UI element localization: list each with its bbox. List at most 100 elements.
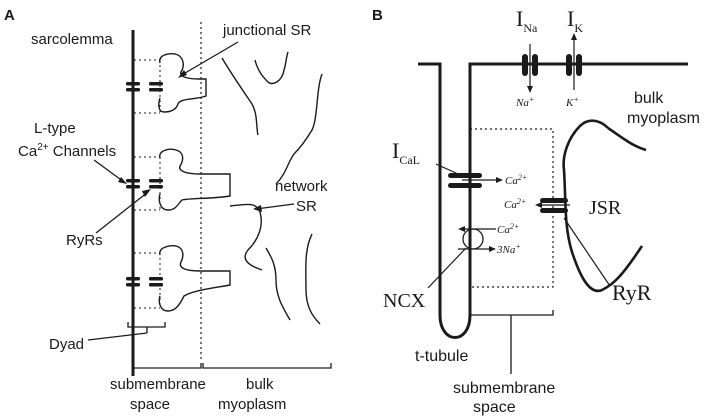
bulk-b-line1: bulk <box>634 90 664 107</box>
ryr-channel-3 <box>149 277 163 281</box>
ryr-channel-b-bottom <box>540 208 568 213</box>
ik-channel-left <box>566 54 572 76</box>
ltype-label-line2: Ca2+ Channels <box>18 142 116 160</box>
ical-ca-charge: 2+ <box>518 173 527 182</box>
junctional-sr-arrow <box>179 41 239 77</box>
ltype-channel-3 <box>126 277 140 281</box>
network-sr-tubule-2 <box>254 51 289 85</box>
panel-a: A sarcolemma <box>4 7 332 413</box>
ical-label: ICaL <box>392 138 420 167</box>
ina-channel <box>522 54 538 76</box>
ryr-channel-2b <box>149 185 163 189</box>
panel-b: B INa IK Na+ K+ bulk myoplasm <box>372 6 700 416</box>
dyad-box-2 <box>134 156 161 211</box>
ical-leader <box>435 163 459 175</box>
submembrane-b-line2: space <box>473 399 516 416</box>
channel-pair-3 <box>126 277 163 287</box>
junctional-sr-bulb-2 <box>158 148 231 211</box>
dyad-label: Dyad <box>49 336 84 353</box>
ryr-channel-3b <box>149 283 163 287</box>
jsr-label: JSR <box>589 197 622 219</box>
panel-a-letter: A <box>4 7 15 24</box>
ltype-arrowhead <box>118 177 127 184</box>
submembrane-bracket-a <box>132 363 202 369</box>
junctional-sr-arrowhead <box>178 70 187 78</box>
t-tubule-label: t-tubule <box>415 348 468 365</box>
junctional-sr-bulb-1 <box>158 53 207 113</box>
bulk-a-line2: myoplasm <box>218 396 286 413</box>
ncx-na-label: 3Na+ <box>496 242 521 256</box>
ik-sub: K <box>574 21 583 35</box>
ical-ca-text: Ca <box>505 175 518 187</box>
ncx-ca-label: Ca2+ <box>497 222 519 236</box>
ltype-arrow <box>93 159 125 183</box>
channel-pair-1 <box>126 82 163 92</box>
ryr-channel-2 <box>149 179 163 183</box>
ltype-channel-2 <box>126 179 140 183</box>
jsr-membrane-top <box>607 126 647 152</box>
ncx-na-arrowhead <box>489 246 496 252</box>
dyad-box-1 <box>134 59 161 114</box>
na-ion-text: Na <box>515 97 529 109</box>
ina-channel-left <box>522 54 528 76</box>
ncx-ca-text: Ca <box>497 224 510 236</box>
ltype-label-line1: L-type <box>34 120 76 137</box>
ina-main: I <box>516 6 523 31</box>
ryr-ca-charge: 2+ <box>517 197 526 206</box>
network-sr-label-line1: network <box>275 178 328 195</box>
dyad-box-3 <box>134 252 161 309</box>
k-ion-text: K <box>565 97 574 109</box>
na-ion-label: Na+ <box>515 95 534 109</box>
ical-channel <box>448 173 482 188</box>
ical-channel-bottom <box>448 183 482 188</box>
network-sr-tubule-6 <box>305 233 321 325</box>
bulk-bracket-a <box>202 363 332 369</box>
ical-channel-top <box>448 173 482 178</box>
bulk-b-line2: myoplasm <box>627 110 700 127</box>
ryrs-label: RyRs <box>66 232 103 249</box>
ik-channel-right <box>576 54 582 76</box>
ryr-leader <box>563 217 611 287</box>
ina-sub: Na <box>523 21 538 35</box>
ltype-channels-text: Channels <box>49 143 117 160</box>
ryr-ca-label: Ca2+ <box>504 197 526 211</box>
ltype-channel-3b <box>126 283 140 287</box>
ina-channel-right <box>532 54 538 76</box>
ryr-channel-1 <box>149 82 163 86</box>
ryr-channel-b <box>540 198 568 213</box>
ical-main: I <box>392 138 399 163</box>
channel-pair-2 <box>126 179 163 189</box>
submembrane-bracket-b <box>469 310 554 316</box>
submembrane-a-line2: space <box>130 396 170 413</box>
network-sr-tubule-3 <box>275 73 323 185</box>
ik-label: IK <box>567 6 583 35</box>
network-sr-tubule-5 <box>265 247 291 321</box>
ryrs-arrowhead <box>142 189 151 197</box>
ryr-flow-arrowhead <box>535 202 542 208</box>
k-ion-label: K+ <box>565 95 579 109</box>
ltype-ca-text: Ca <box>18 143 38 160</box>
ncx-label: NCX <box>383 290 426 312</box>
submembrane-a-line1: submembrane <box>110 376 206 393</box>
submembrane-b-line1: submembrane <box>453 380 555 397</box>
junctional-sr-label: junctional SR <box>222 22 312 39</box>
ryrs-arrow <box>95 191 149 234</box>
ncx-ca-charge: 2+ <box>510 222 519 231</box>
ik-channel <box>566 54 582 76</box>
bulk-a-line1: bulk <box>246 376 274 393</box>
ryr-channel-b-top <box>540 198 568 203</box>
ik-main: I <box>567 6 574 31</box>
na-ion-charge: + <box>529 95 534 104</box>
ncx-ca-arrowhead <box>458 226 465 232</box>
ical-sub: CaL <box>399 153 420 167</box>
ina-flow-arrowhead <box>527 86 533 93</box>
ical-flow-arrowhead <box>496 177 503 183</box>
k-ion-charge: + <box>573 95 578 104</box>
ltype-ca-superscript: 2+ <box>37 142 49 153</box>
junctional-sr-bulb-3 <box>158 245 231 312</box>
ltype-channel-2b <box>126 185 140 189</box>
sarcolemma-label: sarcolemma <box>31 31 113 48</box>
network-sr-arrowhead <box>253 205 262 212</box>
